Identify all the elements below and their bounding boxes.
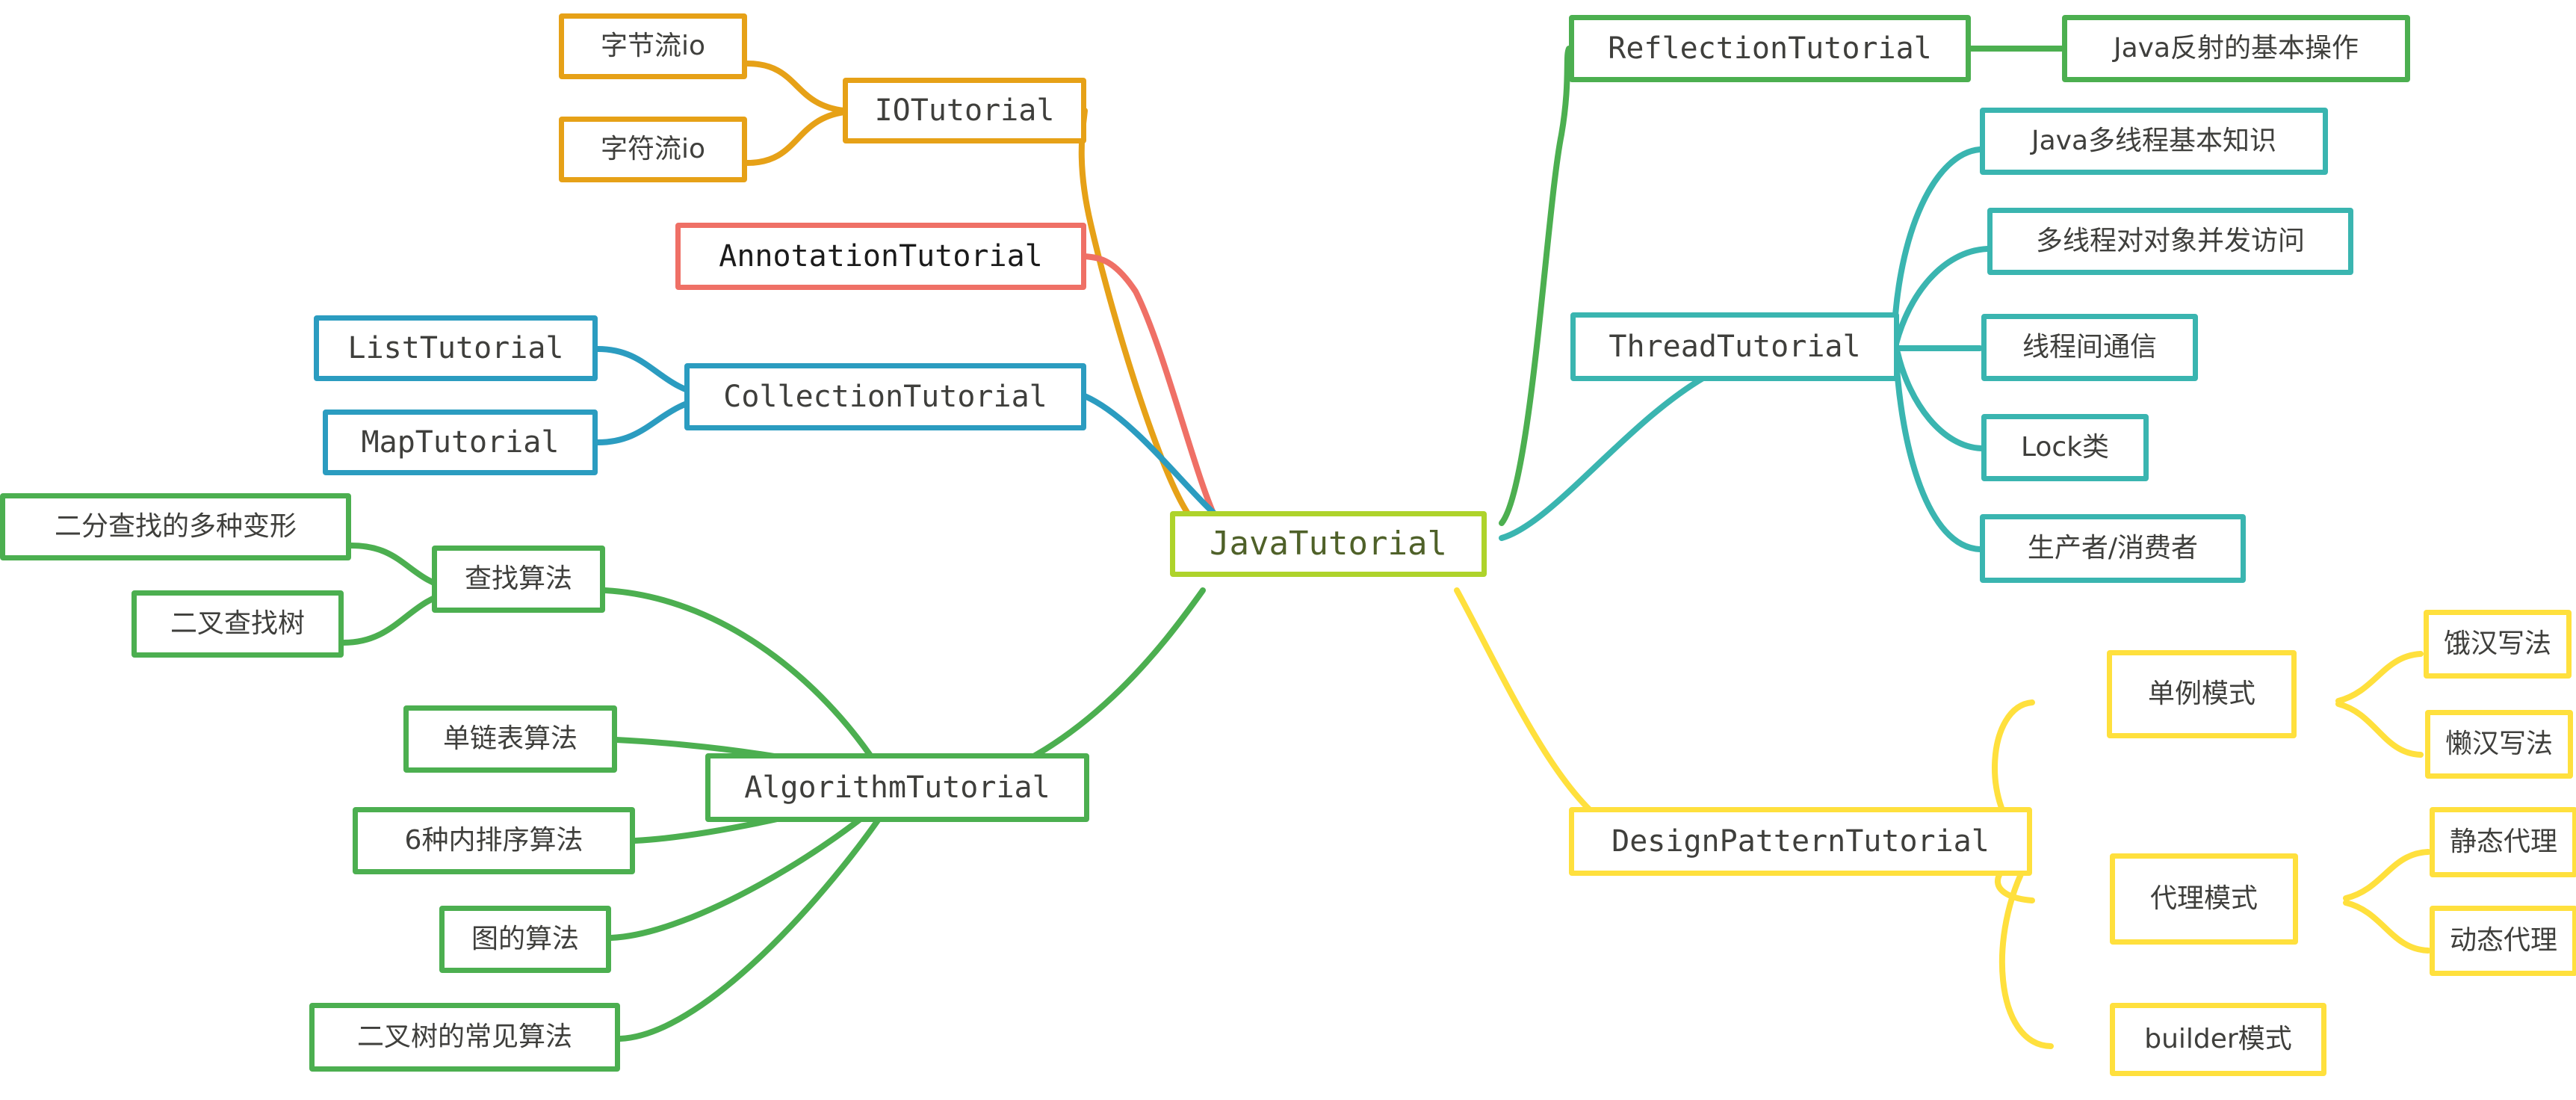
edge-thread-to-basics — [1891, 146, 1983, 343]
node-label: 线程间通信 — [2022, 332, 2157, 362]
node-char-stream-io[interactable]: 字符流io — [559, 117, 747, 182]
node-label: 查找算法 — [464, 563, 572, 594]
node-lock-class[interactable]: Lock类 — [1981, 414, 2149, 481]
edge-io-to-byte — [744, 61, 847, 114]
node-annotation-tutorial[interactable]: AnnotationTutorial — [675, 223, 1086, 290]
node-label: 图的算法 — [471, 924, 579, 954]
node-binary-search-variants[interactable]: 二分查找的多种变形 — [0, 493, 351, 560]
node-design-pattern-tutorial[interactable]: DesignPatternTutorial — [1569, 807, 2032, 876]
node-label: Java反射的基本操作 — [2113, 33, 2359, 64]
node-thread-tutorial[interactable]: ThreadTutorial — [1570, 312, 1899, 381]
node-label: 动态代理 — [2449, 925, 2557, 956]
node-label: 多线程对对象并发访问 — [2035, 226, 2305, 256]
node-builder-pattern[interactable]: builder模式 — [2110, 1003, 2326, 1076]
node-label: 单链表算法 — [442, 723, 578, 754]
node-label: 单例模式 — [2147, 679, 2255, 709]
node-label: MapTutorial — [361, 425, 560, 460]
node-label: 字符流io — [600, 134, 706, 164]
edge-thread-to-lock — [1895, 350, 1984, 451]
edge-root-to-io — [1078, 108, 1198, 526]
node-label: builder模式 — [2144, 1024, 2292, 1054]
edge-thread-to-producer — [1893, 354, 1983, 552]
node-label: DesignPatternTutorial — [1611, 824, 1990, 859]
node-label: ReflectionTutorial — [1608, 31, 1932, 66]
node-io-tutorial[interactable]: IOTutorial — [843, 78, 1086, 143]
edge-root-to-annotation — [1082, 253, 1221, 526]
node-label: IOTutorial — [874, 93, 1055, 128]
node-label: 代理模式 — [2149, 883, 2258, 914]
node-concurrent-object-access[interactable]: 多线程对对象并发访问 — [1987, 208, 2353, 275]
node-label: JavaTutorial — [1210, 525, 1447, 563]
node-list-tutorial[interactable]: ListTutorial — [314, 315, 598, 381]
node-label: 字节流io — [600, 31, 706, 61]
node-eager-singleton[interactable]: 饿汉写法 — [2424, 610, 2572, 679]
node-inter-thread-communication[interactable]: 线程间通信 — [1981, 314, 2198, 381]
edge-proxy-to-dynamic — [2343, 900, 2431, 954]
node-dynamic-proxy[interactable]: 动态代理 — [2430, 906, 2576, 976]
node-label: ListTutorial — [347, 331, 564, 365]
node-binary-tree-algorithms[interactable]: 二叉树的常见算法 — [309, 1003, 620, 1072]
node-label: 二叉树的常见算法 — [356, 1022, 572, 1052]
node-graph-algorithm[interactable]: 图的算法 — [439, 906, 611, 973]
edge-algorithm-to-tree — [617, 795, 896, 1042]
edge-root-to-collection — [1082, 393, 1228, 526]
node-byte-stream-io[interactable]: 字节流io — [559, 13, 747, 79]
node-producer-consumer[interactable]: 生产者/消费者 — [1980, 514, 2246, 583]
edge-dp-to-builder — [1998, 858, 2054, 1049]
node-label: 6种内排序算法 — [404, 825, 583, 856]
node-label: 静态代理 — [2449, 826, 2557, 857]
edge-root-to-reflection — [1499, 46, 1572, 526]
node-label: CollectionTutorial — [723, 380, 1047, 414]
edge-proxy-to-static — [2343, 849, 2431, 901]
edge-io-to-char — [744, 109, 847, 166]
node-label: AnnotationTutorial — [719, 239, 1043, 274]
edge-singleton-to-eager — [2335, 651, 2424, 704]
node-label: 懒汉写法 — [2445, 729, 2553, 759]
node-label: 二分查找的多种变形 — [54, 511, 297, 542]
node-java-tutorial[interactable]: JavaTutorial — [1170, 511, 1487, 577]
node-linked-list-algorithm[interactable]: 单链表算法 — [403, 705, 617, 773]
node-map-tutorial[interactable]: MapTutorial — [323, 410, 598, 475]
node-label: 二叉查找树 — [170, 608, 305, 639]
node-algorithm-tutorial[interactable]: AlgorithmTutorial — [705, 753, 1089, 822]
node-proxy-pattern[interactable]: 代理模式 — [2110, 853, 2298, 945]
node-binary-search-tree[interactable]: 二叉查找树 — [131, 590, 344, 658]
node-collection-tutorial[interactable]: CollectionTutorial — [684, 363, 1086, 430]
node-reflection-tutorial[interactable]: ReflectionTutorial — [1569, 15, 1971, 82]
node-label: 饿汉写法 — [2443, 628, 2551, 659]
node-java-reflection-basics[interactable]: Java反射的基本操作 — [2062, 15, 2410, 82]
node-label: Lock类 — [2020, 432, 2110, 463]
node-label: AlgorithmTutorial — [744, 770, 1050, 805]
node-static-proxy[interactable]: 静态代理 — [2430, 807, 2576, 877]
node-sorting-algorithms[interactable]: 6种内排序算法 — [353, 807, 635, 874]
node-thread-basics[interactable]: Java多线程基本知识 — [1980, 108, 2328, 175]
edge-singleton-to-lazy — [2335, 701, 2424, 758]
node-label: Java多线程基本知识 — [2031, 126, 2277, 156]
edge-thread-to-concurrent — [1893, 246, 1990, 347]
node-label: ThreadTutorial — [1609, 330, 1861, 364]
node-label: 生产者/消费者 — [2027, 533, 2199, 563]
node-search-algorithm[interactable]: 查找算法 — [432, 546, 605, 613]
node-lazy-singleton[interactable]: 懒汉写法 — [2425, 710, 2573, 779]
node-singleton-pattern[interactable]: 单例模式 — [2107, 650, 2297, 738]
